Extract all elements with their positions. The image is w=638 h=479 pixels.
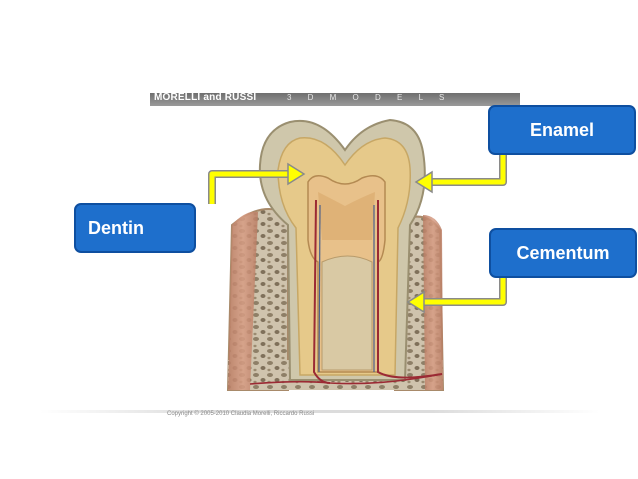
cementum-label-text: Cementum <box>516 242 610 263</box>
dentin-label: Dentin <box>74 203 196 253</box>
gum-left <box>228 211 258 390</box>
pulp-inner <box>318 192 375 240</box>
copyright-text: Copyright © 2005-2010 Claudia Morelli, R… <box>167 411 315 417</box>
vessel-left <box>318 204 321 373</box>
floor-vessel <box>249 373 443 385</box>
dentin-label-text: Dentin <box>88 217 144 238</box>
root-canal <box>321 255 373 371</box>
enamel-label: Enamel <box>488 105 636 155</box>
enamel-label-text: Enamel <box>529 119 595 140</box>
footer-rule <box>40 410 600 413</box>
enamel-arrow <box>428 152 507 186</box>
banner-subtitle: 3 D M O D E L S <box>287 93 452 102</box>
cementum-label: Cementum <box>489 228 637 278</box>
banner-brand: MORELLI and RUSSI <box>154 92 257 103</box>
model-banner: MORELLI and RUSSI 3 D M O D E L S <box>150 92 520 106</box>
